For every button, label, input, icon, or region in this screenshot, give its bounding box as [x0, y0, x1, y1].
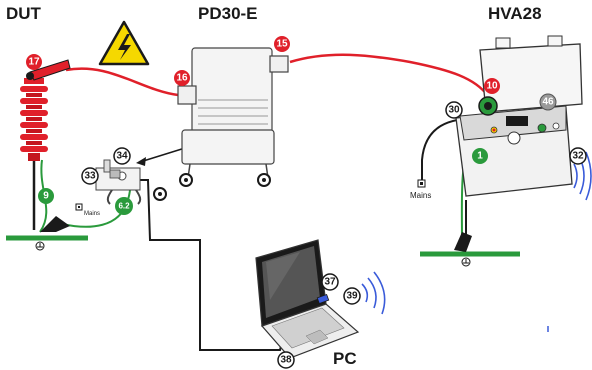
hv-clamp-dut: [26, 59, 71, 81]
wireless-signal-icon: [361, 271, 386, 315]
badge-10: 10: [484, 78, 500, 94]
badge-34: 34: [113, 147, 131, 165]
pc-title: PC: [333, 349, 357, 368]
dut-insulator: [20, 78, 48, 161]
svg-text:37: 37: [324, 277, 336, 288]
hv-cable-hva: [289, 53, 490, 97]
ground-symbol-icon: [420, 251, 520, 267]
fiber-cable-pc: [140, 179, 283, 351]
svg-text:30: 30: [448, 105, 460, 116]
badge-16: 16: [174, 70, 190, 86]
svg-text:9: 9: [43, 191, 49, 202]
dut-title: DUT: [6, 4, 42, 23]
svg-text:16: 16: [176, 73, 188, 84]
measurement-probe-unit: [95, 159, 142, 205]
hva28-unit: [455, 35, 583, 197]
badge-37: 37: [321, 273, 339, 291]
badge-6-2: 6.2: [115, 197, 133, 215]
svg-text:39: 39: [346, 291, 358, 302]
mains-label-right: Mains: [410, 191, 431, 200]
svg-text:46: 46: [542, 97, 554, 108]
pd30-e-unit: [153, 47, 289, 201]
svg-text:6.2: 6.2: [118, 202, 130, 211]
svg-text:33: 33: [84, 171, 96, 182]
badge-15: 15: [274, 36, 290, 52]
hva28-title: HVA28: [488, 4, 542, 23]
pd30-title: PD30-E: [198, 4, 258, 23]
badge-9: 9: [38, 188, 54, 204]
svg-text:1: 1: [477, 151, 483, 162]
high-voltage-warning-icon: [98, 20, 150, 66]
svg-text:17: 17: [28, 57, 40, 68]
badge-33: 33: [81, 167, 99, 185]
badge-38: 38: [277, 351, 295, 369]
svg-text:32: 32: [572, 151, 584, 162]
svg-text:15: 15: [276, 39, 288, 50]
badge-39: 39: [343, 287, 361, 305]
svg-text:38: 38: [280, 355, 292, 366]
mains-label-left: Mains: [84, 211, 100, 217]
svg-text:10: 10: [486, 81, 498, 92]
ground-clamp-hva: [454, 232, 472, 252]
arrow-icon: [136, 147, 186, 166]
ground-clamp-dut: [40, 216, 70, 232]
mains-plug-right: [417, 179, 426, 188]
svg-text:34: 34: [116, 151, 128, 162]
badge-30: 30: [445, 101, 463, 119]
hv-cable-dut: [65, 67, 179, 97]
badge-46: 46: [539, 93, 557, 111]
mains-plug-left: [75, 203, 83, 211]
badge-32: 32: [569, 147, 587, 165]
badge-17: 17: [26, 54, 42, 70]
badge-1: 1: [472, 148, 488, 164]
ground-symbol-icon: [6, 235, 88, 251]
laptop-pc: [255, 239, 360, 359]
